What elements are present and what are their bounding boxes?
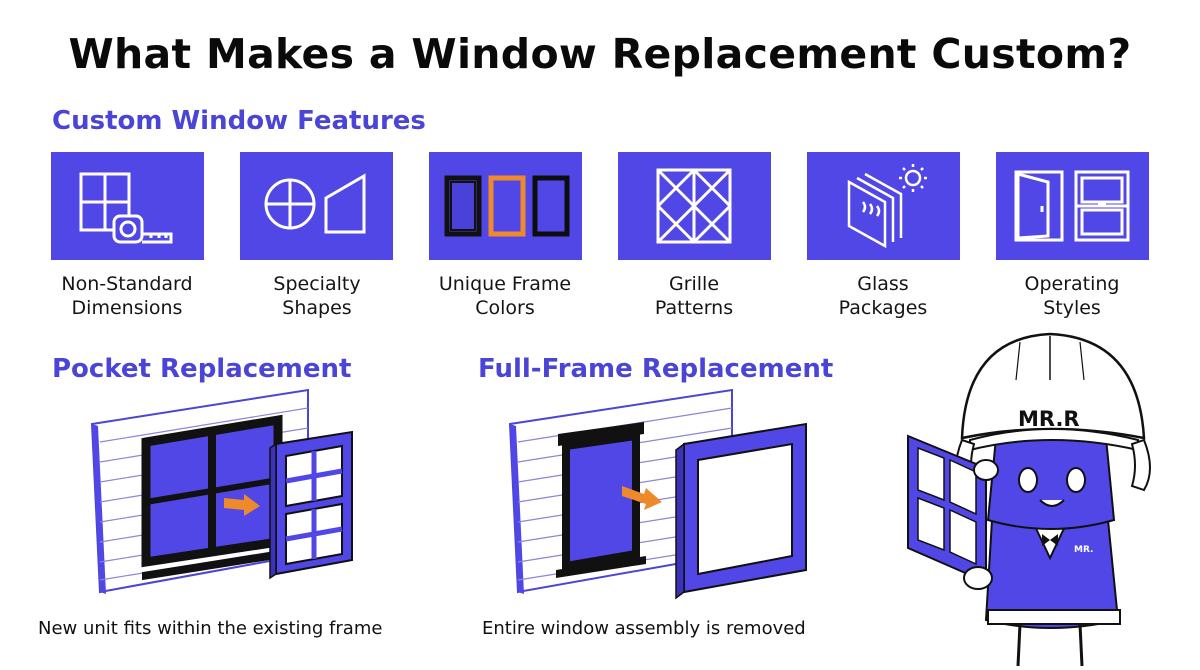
rough-opening (556, 422, 646, 578)
feature-tile-operating (996, 152, 1149, 260)
helmet-logo-text: MR.R (1018, 407, 1080, 431)
new-full-frame (675, 422, 807, 600)
pocket-replacement-heading: Pocket Replacement (52, 354, 352, 384)
page-title: What Makes a Window Replacement Custom? (68, 30, 1132, 78)
grille-window-icon (656, 168, 732, 244)
mascot-head: MR.R (955, 332, 1151, 530)
existing-frame (141, 414, 283, 581)
mascot-illustration: MR. MR.R (907, 332, 1151, 667)
full-frame-replacement-heading: Full-Frame Replacement (478, 354, 834, 384)
feature-tile-glass (807, 152, 960, 260)
mascot-held-window (907, 434, 999, 590)
full-frame-caption: Entire window assembly is removed (482, 618, 806, 639)
pocket-caption: New unit fits within the existing frame (38, 618, 383, 639)
operating-window-icon (1014, 170, 1130, 242)
feature-tile-grille (618, 152, 771, 260)
window-tape-measure-icon (79, 172, 173, 244)
features-heading: Custom Window Features (52, 106, 426, 136)
pocket-replacement-diagram (90, 388, 353, 594)
glass-sun-icon (847, 164, 927, 249)
orange-arrow (622, 486, 662, 510)
new-window-unit (269, 430, 353, 580)
orange-arrow (224, 494, 260, 516)
feature-tile-dimensions (51, 152, 204, 260)
full-frame-replacement-diagram (508, 388, 807, 600)
colored-frames-icon (444, 175, 570, 237)
mascot-body: MR. (984, 511, 1121, 667)
vest-logo-text: MR. (1074, 545, 1093, 555)
circle-trapezoid-window-icon (264, 173, 366, 234)
feature-tile-shapes (240, 152, 393, 260)
feature-tile-colors (429, 152, 582, 260)
